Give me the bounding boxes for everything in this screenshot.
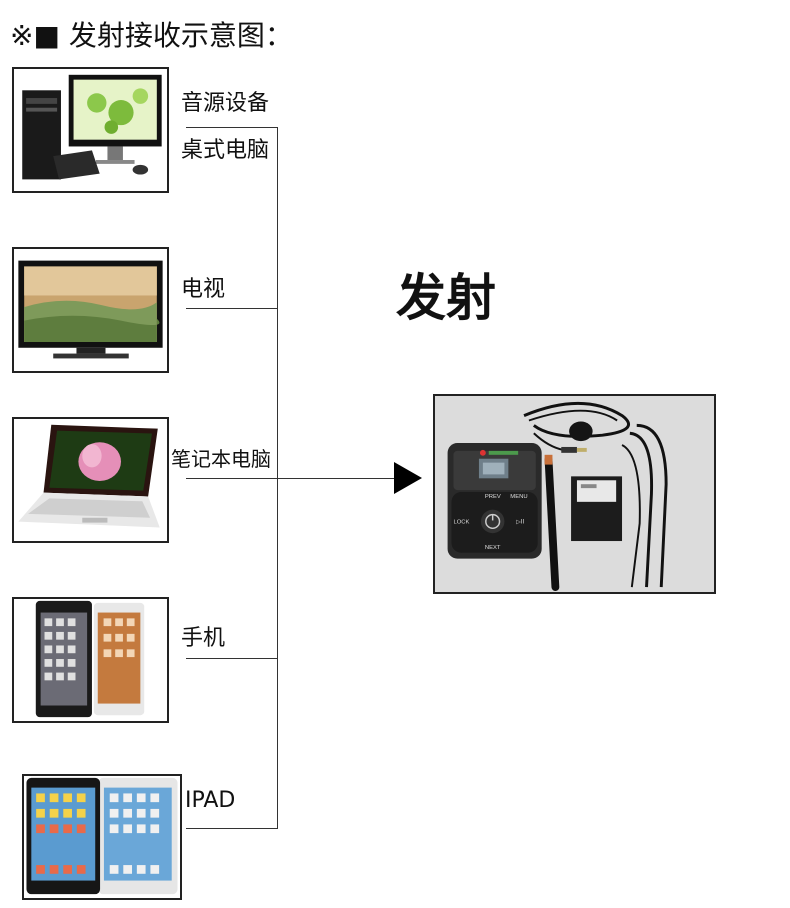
tv-image	[12, 247, 169, 373]
source-label-ipad: IPAD	[185, 788, 236, 813]
laptop-icon	[14, 419, 167, 541]
device-button-menu: MENU	[510, 494, 527, 500]
diagram-title: ※■ 发射接收示意图：	[10, 19, 293, 52]
transmitter-photo: PREV MENU LOCK ▷II NEXT	[433, 394, 716, 594]
tablet-icon	[24, 776, 180, 898]
transmitter-device-icon: PREV MENU LOCK ▷II NEXT	[435, 396, 714, 592]
source-label-tv: 电视	[181, 277, 226, 302]
device-button-skip: ▷II	[516, 519, 524, 525]
source-label-laptop: 笔记本电脑	[171, 447, 271, 471]
desktop-computer-image	[12, 67, 169, 193]
connector-phone	[186, 658, 277, 659]
arrow-right-icon	[394, 462, 422, 494]
phone-icon	[14, 599, 167, 721]
laptop-image	[12, 417, 169, 543]
connector-arrow-line	[186, 478, 396, 479]
source-label-audio-device: 音源设备	[181, 91, 270, 116]
tv-icon	[14, 249, 167, 371]
phone-image	[12, 597, 169, 723]
source-label-desktop: 桌式电脑	[181, 138, 270, 163]
connector-tv	[186, 308, 277, 309]
desktop-computer-icon	[14, 69, 167, 191]
device-button-next: NEXT	[485, 545, 501, 551]
device-button-lock: LOCK	[453, 519, 469, 525]
source-label-phone: 手机	[181, 626, 226, 651]
connector-desktop	[186, 127, 277, 128]
tablet-image	[22, 774, 182, 900]
device-button-prev: PREV	[485, 494, 501, 500]
connector-ipad	[186, 828, 277, 829]
transmit-label: 发射	[396, 269, 496, 327]
